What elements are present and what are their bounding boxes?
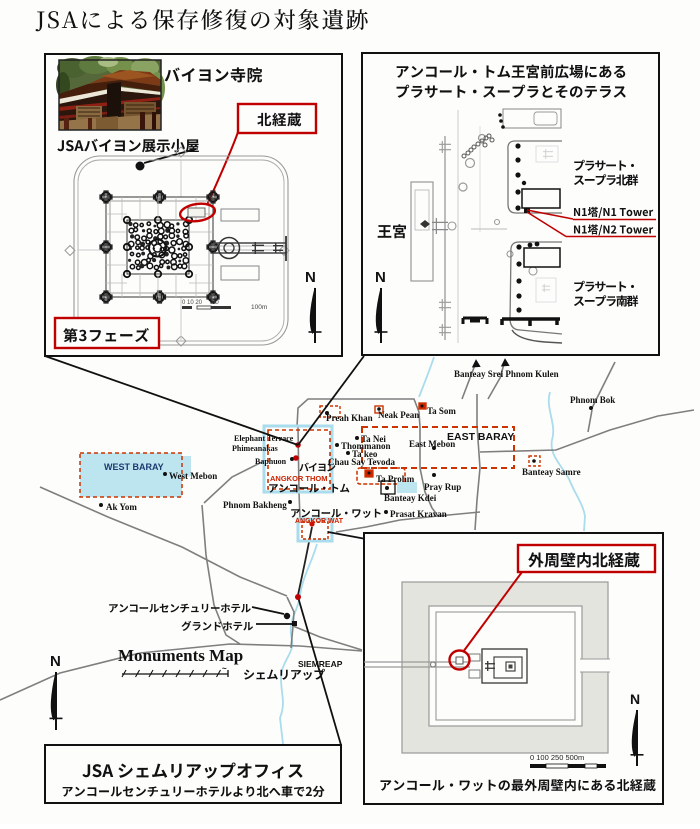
svg-text:N: N [630, 691, 640, 707]
svg-text:N: N [305, 269, 316, 286]
svg-text:100m: 100m [251, 304, 267, 311]
svg-text:N: N [375, 269, 386, 286]
svg-text:Elephant Terrace: Elephant Terrace [234, 434, 294, 443]
svg-text:Preah Khan: Preah Khan [326, 413, 373, 423]
svg-text:Thommanon: Thommanon [341, 441, 391, 451]
svg-text:50: 50 [212, 300, 219, 306]
svg-text:Ak Yom: Ak Yom [106, 502, 137, 512]
svg-text:~: ~ [222, 664, 227, 673]
svg-text:Pray Rup: Pray Rup [424, 482, 461, 492]
svg-text:Banteay Srei Phnom Kulen: Banteay Srei Phnom Kulen [454, 369, 559, 379]
svg-text:East Mebon: East Mebon [409, 439, 455, 449]
svg-text:Phnom Bakheng: Phnom Bakheng [223, 500, 287, 510]
svg-text:EAST BARAY: EAST BARAY [447, 431, 514, 443]
svg-text:West Mebon: West Mebon [169, 471, 217, 481]
svg-text:Ta keo: Ta keo [352, 449, 378, 459]
svg-text:0 10 20: 0 10 20 [182, 300, 203, 306]
svg-text:N: N [50, 653, 61, 670]
svg-text:Ta Som: Ta Som [427, 406, 456, 416]
svg-text:Ta Prohm: Ta Prohm [376, 474, 415, 484]
svg-text:Monuments Map: Monuments Map [118, 646, 243, 665]
svg-text:Baphuon: Baphuon [255, 457, 287, 466]
svg-text:Banteay Samre: Banteay Samre [522, 467, 581, 477]
svg-text:Ta Nei: Ta Nei [361, 434, 386, 444]
svg-text:Neak Pean: Neak Pean [378, 410, 419, 420]
svg-text:0 100 250 500m: 0 100 250 500m [530, 753, 584, 762]
svg-text:SIEMREAP: SIEMREAP [298, 659, 343, 669]
svg-text:WEST BARAY: WEST BARAY [104, 462, 164, 472]
svg-text:Prasat Kravan: Prasat Kravan [390, 509, 447, 519]
svg-text:Chau Say Tevoda: Chau Say Tevoda [328, 457, 396, 467]
svg-text:Phimeanakas: Phimeanakas [232, 444, 278, 453]
svg-text:ANGKOR WAT: ANGKOR WAT [295, 518, 344, 525]
svg-text:Banteay Kdei: Banteay Kdei [384, 493, 437, 503]
svg-text:Phnom Bok: Phnom Bok [570, 395, 615, 405]
svg-text:ANGKOR THOM: ANGKOR THOM [270, 474, 328, 483]
